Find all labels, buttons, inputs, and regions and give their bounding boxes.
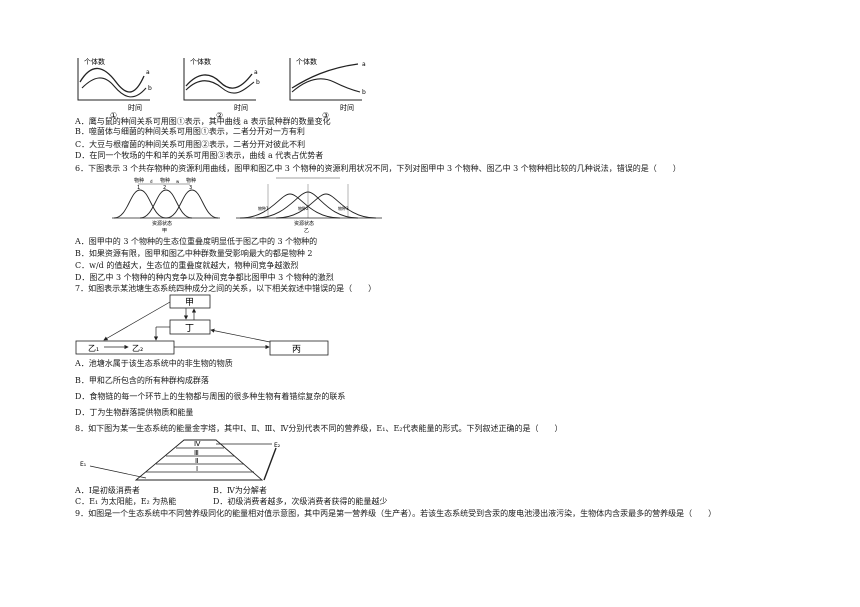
panel-2-number: ② bbox=[216, 111, 223, 120]
q8-option-a: A．Ⅰ是初级消费者 bbox=[75, 486, 140, 495]
panel-1: 个体数 a b 时间 ① bbox=[77, 57, 152, 120]
q6-option-c: C．w/d 的值越大，生态位的重叠度就越大，物种间竞争越激烈 bbox=[75, 261, 299, 270]
box-yi2: 乙₂ bbox=[132, 344, 143, 353]
yi-axis-label: 资源状态 bbox=[294, 220, 314, 227]
population-curves-figure: 个体数 a b 时间 ① 个体数 a b 时间 ② 个体数 a b 时间 ③ bbox=[77, 57, 366, 120]
panel-1-xlabel: 时间 bbox=[128, 103, 142, 112]
panel-3-curve-a: a bbox=[362, 61, 366, 68]
q8-option-c: C．E₁ 为太阳能，E₂ 为热能 bbox=[75, 497, 177, 506]
panel-2-ylabel: 个体数 bbox=[190, 57, 211, 66]
q5-option-c: C．大豆与根瘤菌的种间关系可用图②表示，二者分开对彼此不利 bbox=[75, 140, 306, 149]
figure-jia: 物种 物种 物种 1 2 3 d w 资源状态 甲 bbox=[112, 177, 220, 234]
box-ding: 丁 bbox=[185, 324, 194, 334]
jia-num-3: 3 bbox=[189, 185, 192, 191]
panel-3-ylabel: 个体数 bbox=[296, 57, 317, 66]
panel-2-curve-b: b bbox=[256, 79, 260, 86]
q7-option-d: D．丁为生物群落提供物质和能量 bbox=[75, 408, 194, 417]
panel-3-number: ③ bbox=[322, 111, 329, 120]
q6-option-a: A．图甲中的 3 个物种的生态位重叠度明显低于图乙中的 3 个物种的 bbox=[75, 237, 318, 246]
q6-option-d: D．图乙中 3 个物种的种内竞争以及种间竞争都比图甲中 3 个物种的激烈 bbox=[75, 273, 334, 282]
q5-option-a: A．鹰与鼠的种间关系可用图①表示，其中曲线 a 表示鼠种群的数量变化 bbox=[75, 117, 331, 126]
figure-yi: 物种1 物种2 物种3 资源状态 乙 bbox=[236, 177, 382, 234]
jia-w-label: w bbox=[176, 179, 180, 184]
q7-option-c: D．食物链的每一个环节上的生物都与周围的很多种生物有着错综复杂的联系 bbox=[75, 392, 346, 401]
panel-2: 个体数 a b 时间 ② bbox=[183, 57, 260, 120]
e2-label: E₂ bbox=[274, 442, 281, 449]
q9-stem: 9．如图是一个生态系统中不同营养级同化的能量相对值示意图，其中丙是第一营养级（生… bbox=[75, 509, 717, 518]
panel-3-curve-b: b bbox=[362, 89, 366, 96]
panel-2-xlabel: 时间 bbox=[234, 103, 248, 112]
q7-stem: 7．如图表示某池塘生态系统四种成分之间的关系，以下相关叙述中错误的是（ ） bbox=[75, 284, 377, 293]
jia-species-2: 物种 bbox=[160, 177, 170, 184]
panel-1-curve-b: b bbox=[148, 85, 152, 92]
jia-num-2: 2 bbox=[163, 185, 166, 191]
yi-species-2: 物种2 bbox=[298, 205, 309, 211]
jia-num-1: 1 bbox=[137, 185, 140, 191]
energy-pyramid-figure: Ⅳ Ⅲ Ⅱ Ⅰ E₁ E₂ bbox=[80, 439, 281, 481]
box-bing: 丙 bbox=[292, 344, 301, 355]
q5-option-d: D．在同一个牧场的牛和羊的关系可用图③表示，曲线 a 代表占优势者 bbox=[75, 151, 324, 160]
q5-option-b: B．噬菌体与细菌的种间关系可用图①表示，二者分开对一方有利 bbox=[75, 127, 305, 136]
jia-axis-label: 资源状态 bbox=[152, 220, 172, 227]
q8-option-d: D．初级消费者越多，次级消费者获得的能量越少 bbox=[213, 497, 388, 506]
yi-species-1: 物种1 bbox=[258, 205, 269, 211]
q7-option-a: A．池塘水属于该生态系统中的非生物的物质 bbox=[75, 359, 233, 368]
jia-species-3: 物种 bbox=[186, 177, 196, 184]
level-2: Ⅱ bbox=[195, 457, 198, 465]
panel-1-curve-a: a bbox=[146, 69, 150, 76]
q8-stem: 8．如下图为某一生态系统的能量金字塔，其中Ⅰ、Ⅱ、Ⅲ、Ⅳ分别代表不同的营养级，E… bbox=[75, 424, 563, 433]
yi-caption: 乙 bbox=[304, 227, 309, 234]
panel-1-number: ① bbox=[110, 111, 117, 120]
jia-d-label: d bbox=[150, 179, 153, 184]
jia-caption: 甲 bbox=[162, 228, 167, 234]
box-jia: 甲 bbox=[185, 297, 194, 308]
ecosystem-components-figure: 甲 丁 乙₁ 乙₂ 丙 bbox=[75, 294, 329, 356]
q8-option-b: B．Ⅳ为分解者 bbox=[213, 486, 267, 495]
panel-1-ylabel: 个体数 bbox=[84, 57, 105, 66]
q6-option-b: B．如果资源有限，图甲和图乙中种群数量受影响最大的都是物种 2 bbox=[75, 249, 313, 258]
level-4: Ⅳ bbox=[194, 440, 201, 448]
box-yi1: 乙₁ bbox=[88, 344, 99, 353]
panel-3-xlabel: 时间 bbox=[340, 103, 354, 112]
panel-3: 个体数 a b 时间 ③ bbox=[289, 57, 366, 120]
yi-species-3: 物种3 bbox=[338, 205, 349, 211]
panel-2-curve-a: a bbox=[254, 69, 258, 76]
level-3: Ⅲ bbox=[194, 449, 199, 457]
level-1: Ⅰ bbox=[196, 465, 198, 473]
jia-species-1: 物种 bbox=[134, 177, 144, 184]
q6-stem: 6．下图表示 3 个共存物种的资源利用曲线，图甲和图乙中 3 个物种的资源利用状… bbox=[75, 164, 681, 173]
q7-option-b: B．甲和乙所包含的所有种群构成群落 bbox=[75, 376, 209, 385]
resource-use-figure: 物种 物种 物种 1 2 3 d w 资源状态 甲 物种1 物种2 物种3 资源… bbox=[112, 177, 382, 234]
e1-label: E₁ bbox=[80, 461, 87, 468]
